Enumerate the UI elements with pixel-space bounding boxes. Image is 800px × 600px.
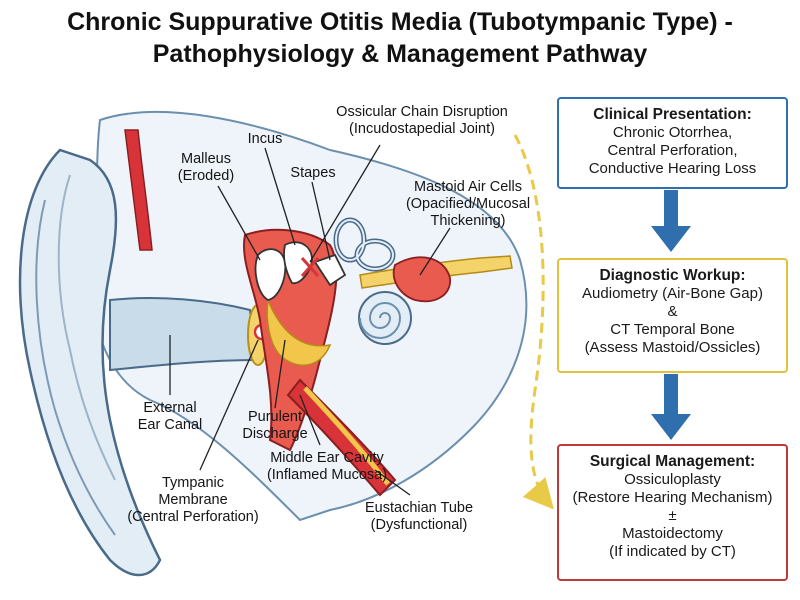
title-line-2: Pathophysiology & Management Pathway	[152, 40, 648, 68]
flow-arrow-1	[651, 190, 691, 252]
label-mastoid-line-2: (Opacified/Mucosal	[405, 196, 531, 212]
surgical-line-5: (If indicated by CT)	[609, 543, 736, 560]
clinical-line-3: Conductive Hearing Loss	[588, 160, 757, 177]
dashed-flow-arrow	[513, 134, 554, 510]
clinical-presentation-box: Clinical Presentation: Chronic Otorrhea,…	[557, 97, 788, 189]
title-line-1: Chronic Suppurative Otitis Media (Tuboty…	[67, 8, 733, 36]
label-tympanic-membrane: Tympanic Membrane (Central Perforation)	[108, 475, 278, 526]
label-tympanic-line-2: Membrane	[158, 492, 228, 508]
auricle-helix	[57, 174, 116, 481]
clinical-presentation-heading: Clinical Presentation:	[593, 106, 752, 123]
surgical-line-2: (Restore Hearing Mechanism)	[572, 489, 773, 506]
page-title: Chronic Suppurative Otitis Media (Tuboty…	[0, 6, 800, 70]
label-mastoid-line-3: Thickening)	[430, 213, 506, 229]
label-malleus: Malleus (Eroded)	[166, 151, 246, 185]
surgical-management-heading: Surgical Management:	[589, 453, 756, 470]
label-purulent-line-1: Purulent	[247, 409, 302, 425]
label-purulent-discharge: Purulent Discharge	[232, 409, 318, 443]
label-external-canal-line-1: External	[143, 400, 197, 416]
blood-vessel	[124, 129, 153, 251]
label-stapes: Stapes	[283, 165, 343, 182]
diagnostic-line-2: &	[667, 303, 678, 320]
label-middle-ear-cavity: Middle Ear Cavity (Inflamed Mucosa)	[252, 450, 402, 484]
label-eustachian-line-2: (Dysfunctional)	[370, 517, 468, 533]
semicircular-canals-inner	[335, 219, 394, 270]
diagnostic-line-3: CT Temporal Bone	[610, 321, 735, 338]
eustachian-tube-shape	[286, 378, 397, 497]
label-eustachian-tube: Eustachian Tube (Dysfunctional)	[354, 500, 484, 534]
diagnostic-line-4: (Assess Mastoid/Ossicles)	[584, 339, 761, 356]
label-malleus-line-2: (Eroded)	[177, 168, 235, 184]
clinical-line-2: Central Perforation,	[607, 142, 738, 159]
label-mastoid: Mastoid Air Cells (Opacified/Mucosal Thi…	[393, 179, 543, 230]
surgical-line-1: Ossiculoplasty	[624, 471, 721, 488]
label-ossicular-line-2: (Incudostapedial Joint)	[349, 121, 495, 137]
surgical-management-box: Surgical Management: Ossiculoplasty (Res…	[557, 444, 788, 581]
label-ossicular-line-1: Ossicular Chain Disruption	[336, 104, 508, 120]
label-incus-text: Incus	[247, 131, 283, 147]
malleus-shape	[254, 248, 287, 301]
label-malleus-line-1: Malleus	[181, 151, 231, 167]
label-external-ear-canal: External Ear Canal	[130, 400, 210, 434]
label-external-canal-line-2: Ear Canal	[137, 417, 203, 433]
auricle-shape	[18, 148, 162, 577]
diagnostic-workup-heading: Diagnostic Workup:	[599, 267, 746, 284]
surgical-line-3: ±	[668, 507, 677, 524]
label-purulent-line-2: Discharge	[242, 426, 308, 442]
surgical-line-4: Mastoidectomy	[622, 525, 723, 542]
external-ear-canal-shape	[109, 297, 257, 372]
label-incus: Incus	[235, 131, 295, 148]
label-eustachian-line-1: Eustachian Tube	[364, 500, 474, 516]
flow-arrow-2	[651, 374, 691, 440]
label-leader-lines	[169, 144, 451, 496]
mastoid-air-cells-shape	[392, 256, 451, 303]
diagnostic-line-1: Audiometry (Air-Bone Gap)	[582, 285, 763, 302]
disruption-x-mark	[300, 257, 320, 277]
stapes-shape	[313, 253, 347, 287]
label-stapes-text: Stapes	[290, 165, 336, 181]
label-tympanic-line-1: Tympanic	[161, 475, 225, 491]
purulent-discharge-shape	[266, 297, 332, 366]
cochlea	[358, 291, 412, 345]
auricle-inner-fold	[35, 199, 116, 536]
label-middle-ear-line-1: Middle Ear Cavity	[270, 450, 384, 466]
diagnostic-workup-box: Diagnostic Workup: Audiometry (Air-Bone …	[557, 258, 788, 373]
clinical-line-1: Chronic Otorrhea,	[612, 124, 733, 141]
label-ossicular-chain: Ossicular Chain Disruption (Incudostaped…	[322, 104, 522, 138]
label-middle-ear-line-2: (Inflamed Mucosa)	[266, 467, 388, 483]
label-mastoid-line-1: Mastoid Air Cells	[414, 179, 522, 195]
label-tympanic-line-3: (Central Perforation)	[127, 509, 259, 525]
